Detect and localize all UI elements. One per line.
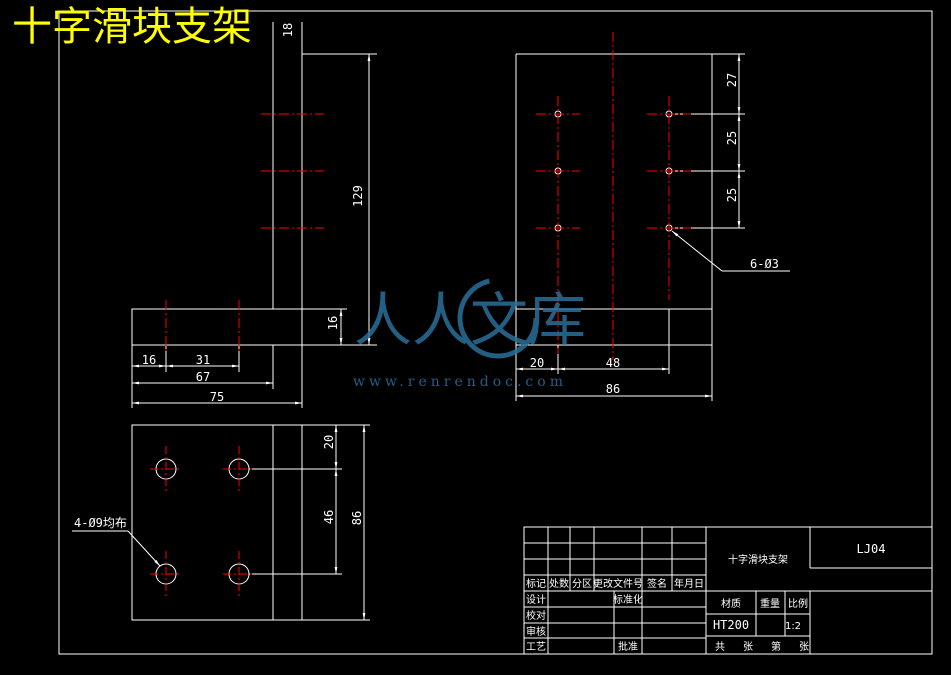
- dim-75: 75: [210, 390, 224, 404]
- front-view: [131, 22, 377, 408]
- tb-label-zone: 分区: [572, 578, 592, 590]
- front-view-centerlines: [165, 113, 324, 352]
- watermark-text: 人人文库: [354, 286, 586, 354]
- side-view-dimensions: [516, 54, 790, 398]
- dim-31: 31: [196, 353, 210, 367]
- top-view-centerlines: [150, 446, 255, 597]
- side-view: [515, 53, 745, 401]
- dim-18-partial: 18: [281, 23, 295, 37]
- dim-46: 46: [322, 510, 336, 524]
- dim-16-vertical: 16: [326, 316, 340, 330]
- dim-16: 16: [142, 353, 156, 367]
- tb-label-sign: 签名: [647, 577, 667, 590]
- dim-25-b: 25: [725, 188, 739, 202]
- tb-label-approve: 批准: [618, 640, 638, 653]
- dim-20-vertical: 20: [322, 435, 336, 449]
- tb-label-process: 工艺: [526, 641, 546, 653]
- watermark: 人人文库 www.renrendoc.com: [353, 277, 586, 390]
- tb-label-design: 设计: [526, 593, 546, 606]
- tb-scale: 1:2: [785, 621, 801, 632]
- drawing-title: 十字滑块支架: [12, 4, 252, 50]
- tb-label-standardize: 标准化: [613, 593, 643, 606]
- tb-label-sheet-no-suffix: 张: [799, 641, 809, 653]
- dim-129: 129: [351, 185, 365, 207]
- tb-label-date: 年月日: [674, 577, 704, 590]
- dim-48: 48: [606, 356, 620, 370]
- tb-label-check: 校对: [526, 609, 546, 622]
- tb-part-name: 十字滑块支架: [728, 553, 788, 566]
- watermark-url: www.renrendoc.com: [353, 374, 567, 390]
- tb-label-count: 处数: [549, 577, 569, 590]
- note-4-holes: 4-Ø9均布: [74, 516, 127, 530]
- tb-label-mark: 标记: [526, 578, 546, 590]
- top-view-dimensions: [72, 425, 366, 620]
- dim-86-horizontal: 86: [606, 382, 620, 396]
- tb-label-review: 审核: [526, 625, 546, 638]
- dim-20-horizontal: 20: [530, 356, 544, 370]
- tb-material: HT200: [713, 618, 749, 632]
- drawing-frame: [58, 10, 933, 655]
- dim-25-a: 25: [725, 131, 739, 145]
- dim-67: 67: [196, 370, 210, 384]
- note-6-holes: 6-Ø3: [750, 257, 779, 271]
- dim-86-vertical: 86: [350, 511, 364, 525]
- tb-drawing-no: LJ04: [857, 542, 886, 556]
- tb-label-weight: 重量: [760, 597, 780, 610]
- dim-27: 27: [725, 73, 739, 87]
- side-view-centerlines: [536, 32, 691, 360]
- tb-label-sheet-no: 第: [771, 640, 781, 653]
- tb-label-scale: 比例: [788, 597, 808, 610]
- tb-label-change-doc: 更改文件号: [593, 577, 643, 590]
- tb-label-material: 材质: [721, 597, 741, 610]
- front-view-dimensions: [132, 54, 371, 405]
- title-block: [523, 526, 933, 655]
- tb-label-sheets: 张: [743, 641, 753, 653]
- tb-label-total: 共: [715, 641, 725, 653]
